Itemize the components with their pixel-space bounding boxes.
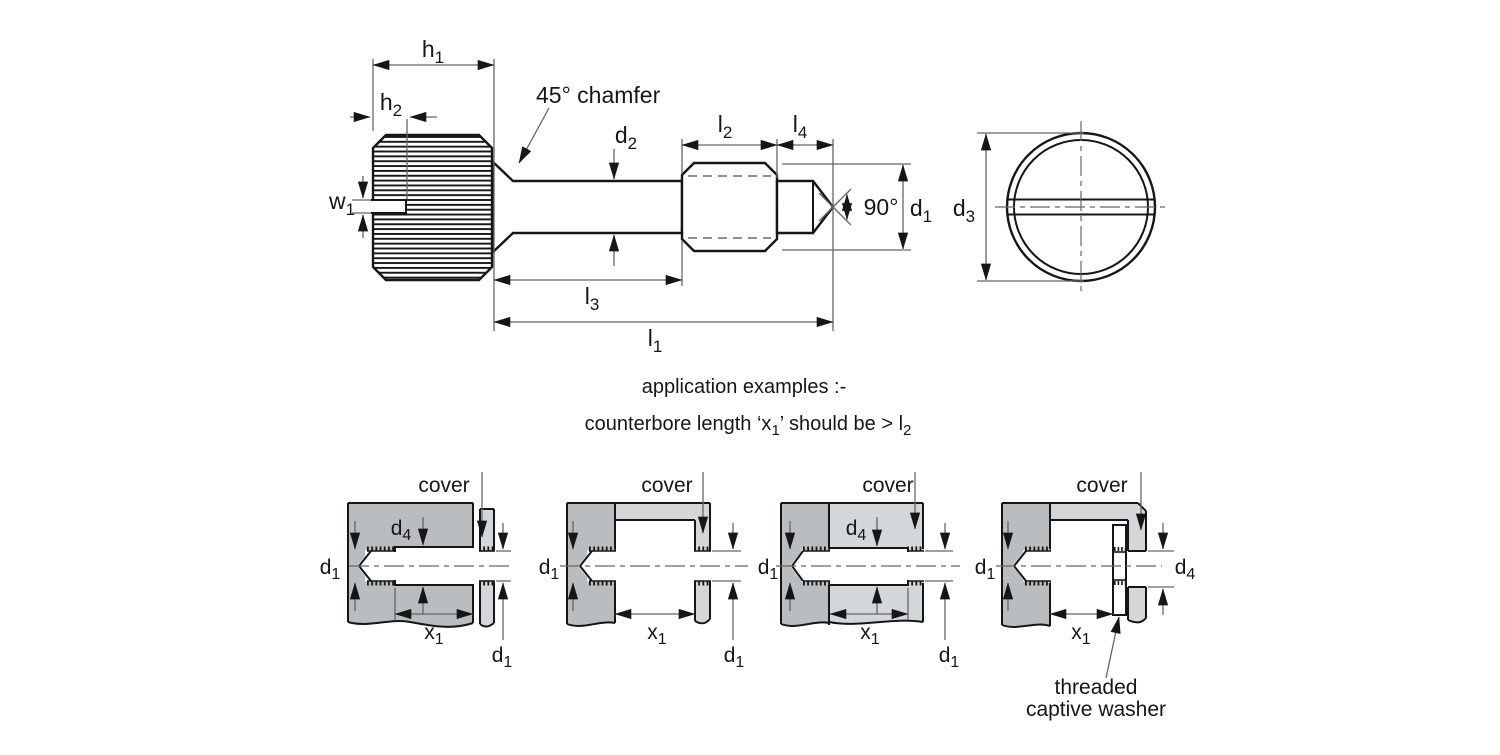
washer-note-line1: threaded (1055, 676, 1138, 699)
dim-label-d3: d3 (953, 195, 975, 226)
dim-label-d1: d1 (320, 556, 341, 583)
cover-formed-sheet (1050, 503, 1146, 551)
cover-label: cover (1076, 474, 1127, 497)
note-line1: application examples :- (642, 376, 847, 398)
threaded-captive-washer (1112, 524, 1127, 616)
dim-label-d4: d4 (1175, 556, 1196, 583)
cover-label: cover (418, 474, 469, 497)
ex1-dims: cover d4 d1 x1 d1 (320, 472, 513, 671)
dim-label-l3: l3 (585, 283, 600, 314)
dim-label-l2: l2 (718, 111, 733, 142)
application-example-4: cover d1 x1 d4 threaded captive washer (975, 472, 1196, 721)
dim-label-d1: d1 (724, 644, 745, 671)
dim-label-d4: d4 (846, 517, 867, 544)
tip-angle: 90° (841, 193, 899, 221)
chamfer-note: 45° chamfer (518, 82, 661, 164)
dim-h1: h1 (372, 36, 495, 331)
threaded-section (680, 161, 779, 253)
dim-label-l4: l4 (793, 111, 808, 142)
dim-d2: d2 (608, 122, 637, 266)
dim-label-d1: d1 (939, 644, 960, 671)
dim-label-x1: x1 (1071, 621, 1091, 648)
dim-label-d2: d2 (615, 122, 637, 153)
knurled-head (371, 133, 494, 282)
dim-l3-l1: l3 l1 (493, 274, 834, 356)
cover-formed-sheet (615, 503, 710, 551)
ex4-dims: cover d1 x1 d4 threaded captive washer (975, 472, 1196, 721)
dim-label-d4: d4 (391, 517, 412, 544)
dim-h2: h2 (350, 89, 437, 199)
dim-label-h1: h1 (422, 36, 444, 67)
ex2-dims: cover d1 x1 d1 (539, 472, 745, 671)
screwdriver-slot (371, 199, 407, 214)
application-example-1: cover d4 d1 x1 d1 (320, 472, 513, 671)
dim-label-x1: x1 (424, 621, 444, 648)
end-view: d3 (953, 121, 1167, 293)
washer-note-line2: captive washer (1026, 698, 1166, 721)
dim-label-w1: w1 (328, 188, 355, 219)
tapped-hole (790, 546, 830, 586)
dim-label-d1: d1 (910, 195, 932, 226)
dim-label-x1: x1 (860, 621, 880, 648)
cover-label: cover (641, 474, 692, 497)
dim-label-h2: h2 (380, 89, 402, 120)
break-line (347, 620, 474, 628)
ex3-dims: cover d4 d1 x1 d1 (758, 472, 960, 671)
dim-label-x1: x1 (647, 621, 667, 648)
application-example-3: cover d4 d1 x1 d1 (758, 472, 960, 671)
dim-label-d1: d1 (492, 644, 513, 671)
notes: application examples :- counterbore leng… (585, 376, 912, 439)
dim-l2-l4: l2 l4 (681, 111, 834, 331)
chamfer-note-label: 45° chamfer (536, 82, 661, 108)
cover-label: cover (862, 474, 913, 497)
tip-angle-label: 90° (864, 194, 899, 220)
dim-label-d1: d1 (975, 556, 996, 583)
dim-w1: w1 (328, 176, 371, 238)
application-example-2: cover d1 x1 d1 (539, 472, 748, 671)
dim-label-l1: l1 (648, 325, 663, 356)
dim-label-d1: d1 (539, 556, 560, 583)
dim-label-d1: d1 (758, 556, 779, 583)
slot-mask (371, 199, 406, 214)
side-view: h1 h2 w1 45° chamfer d2 (328, 36, 932, 356)
note-line2: counterbore length ‘x1’ should be > l2 (585, 413, 912, 439)
dim-d3: d3 (953, 132, 1084, 282)
dim-d1-main: d1 (782, 163, 932, 251)
